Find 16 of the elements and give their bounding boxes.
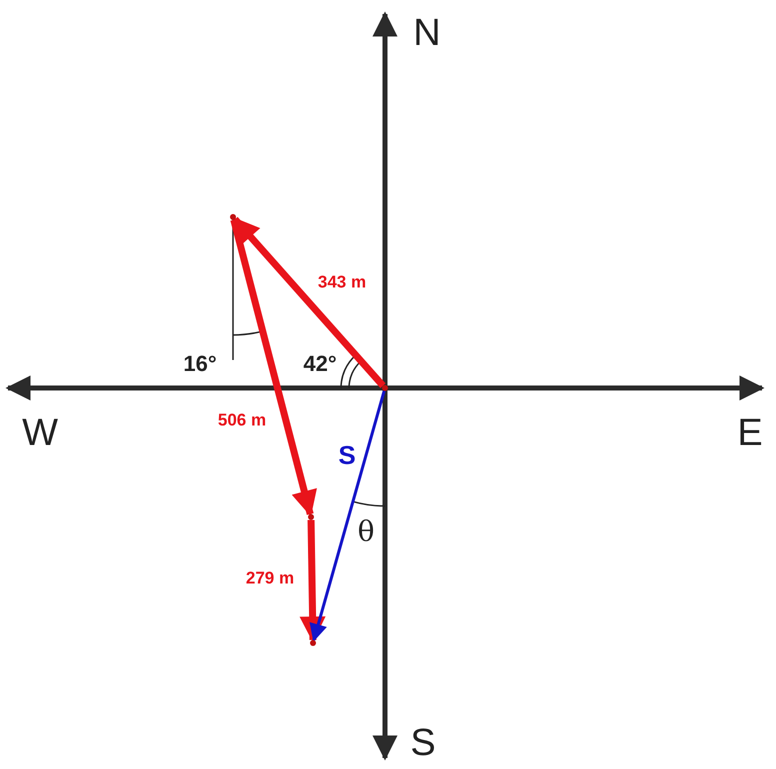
vector-arrow xyxy=(310,390,386,642)
vector-arrow xyxy=(230,219,317,517)
edge-label: 343 m xyxy=(316,274,368,290)
angle-label: θ xyxy=(358,518,374,546)
angle-label: 16° xyxy=(183,353,217,375)
direction-label: E xyxy=(737,414,763,452)
vector-arrow xyxy=(300,520,326,643)
direction-label: S xyxy=(410,724,436,762)
vertex-point xyxy=(310,640,316,646)
direction-label: N xyxy=(413,14,441,52)
edge-label: 506 m xyxy=(216,412,268,428)
angle-label: 42° xyxy=(303,353,337,375)
direction-label: W xyxy=(22,414,58,452)
vertex-point xyxy=(308,514,314,520)
edge-label: 279 m xyxy=(244,570,296,586)
vertex-point xyxy=(230,214,236,220)
